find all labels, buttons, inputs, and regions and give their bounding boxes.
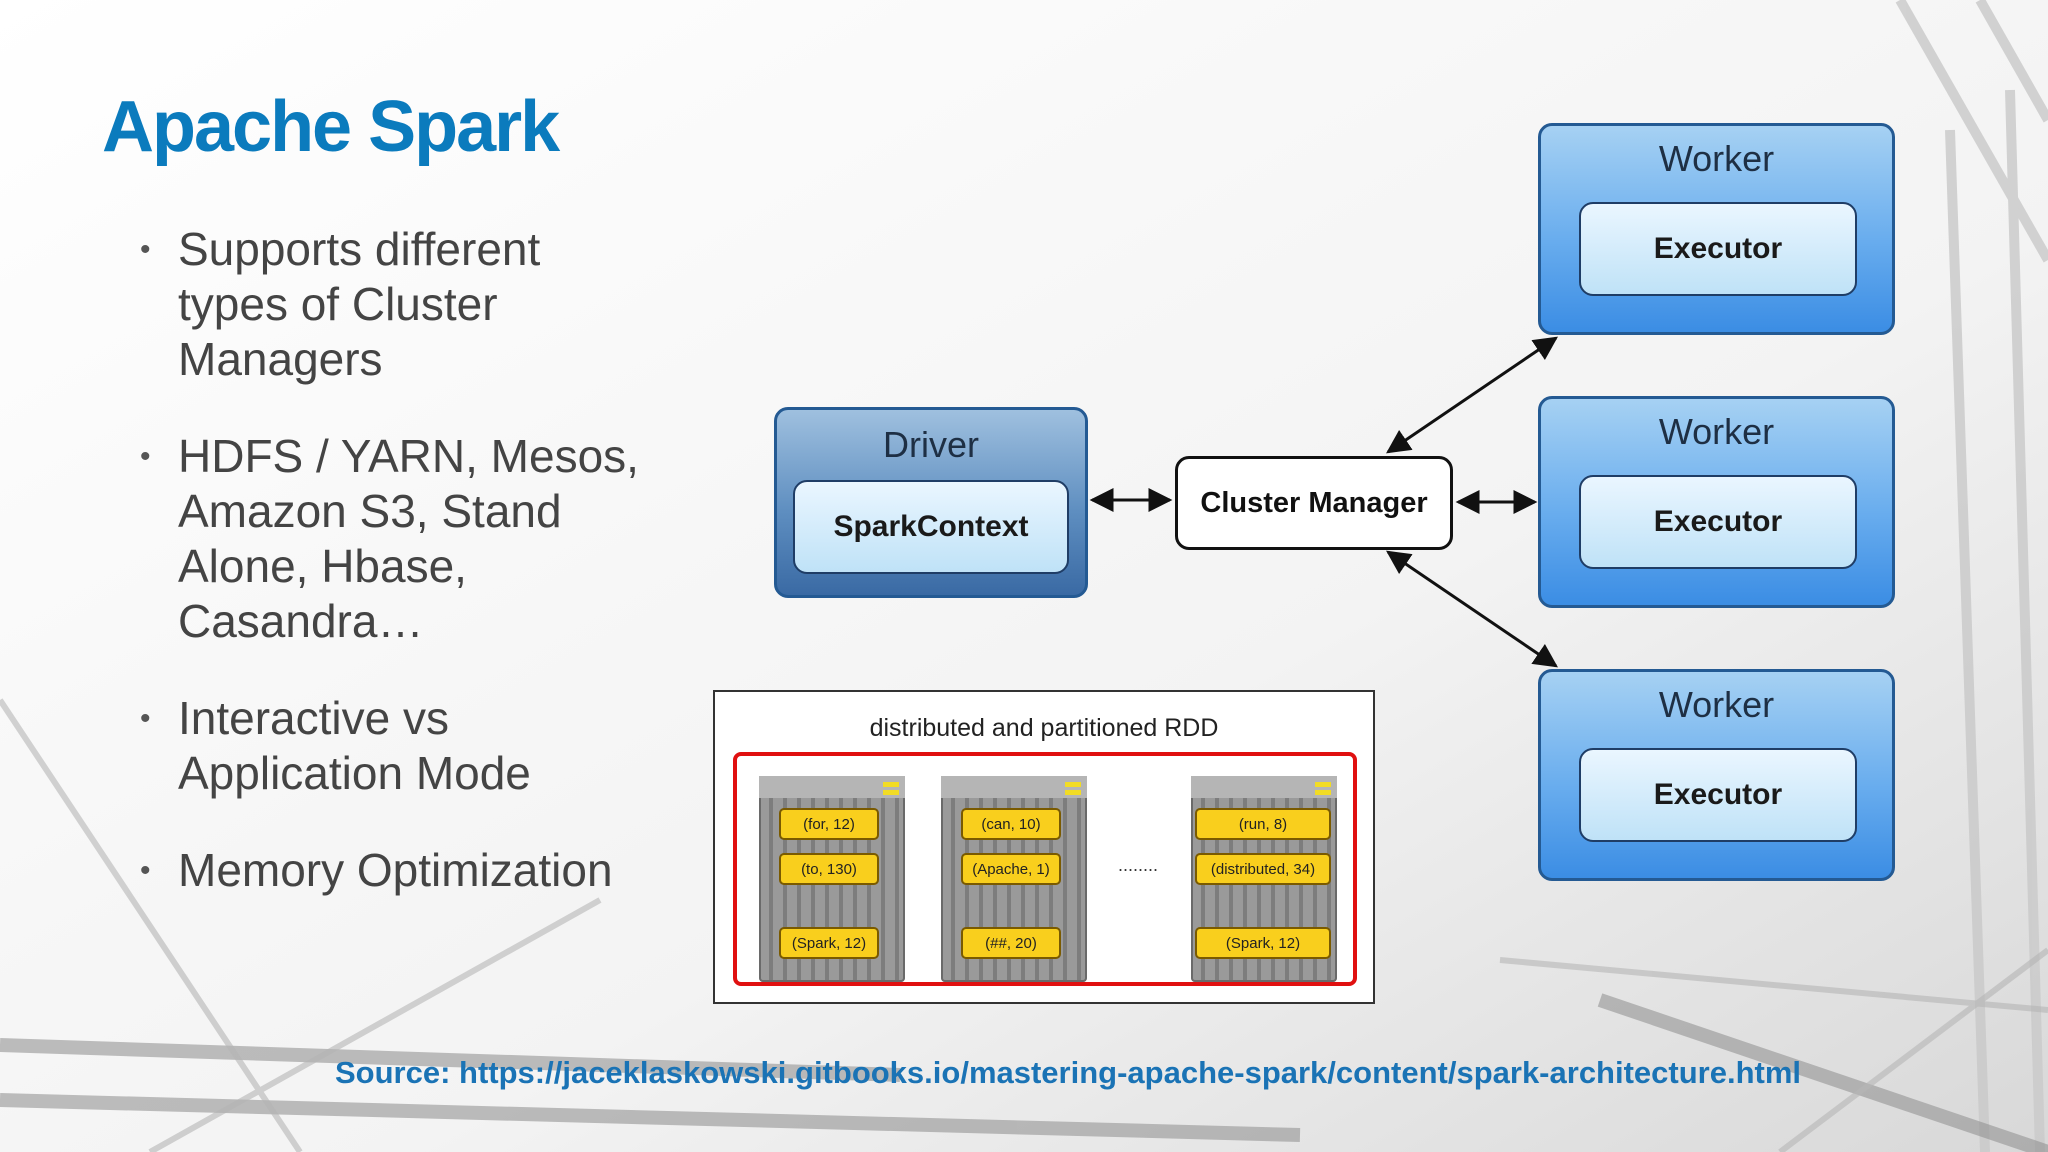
- partition-record: (run, 8): [1195, 808, 1331, 840]
- executor-box: Executor: [1579, 202, 1857, 296]
- partition-server-1: (for, 12) (to, 130) (Spark, 12): [759, 776, 905, 982]
- driver-box: Driver SparkContext: [774, 407, 1088, 598]
- partition-record: (distributed, 34): [1195, 853, 1331, 885]
- partition-record: (Spark, 12): [779, 927, 879, 959]
- partition-record: (can, 10): [961, 808, 1061, 840]
- source-link[interactable]: Source: https://jaceklaskowski.gitbooks.…: [335, 1055, 1802, 1090]
- bullet-text: HDFS / YARN, Mesos, Amazon S3, Stand Alo…: [178, 430, 639, 647]
- worker-label: Worker: [1658, 684, 1775, 725]
- bullet-dot-icon: •: [140, 854, 151, 887]
- partition-record: (to, 130): [779, 853, 879, 885]
- slide-title: Apache Spark: [102, 87, 560, 167]
- partition-server-2: (can, 10) (Apache, 1) (##, 20): [941, 776, 1087, 982]
- executor-box: Executor: [1579, 748, 1857, 842]
- rdd-partition-group: (for, 12) (to, 130) (Spark, 12) (can, 10…: [733, 752, 1357, 986]
- bullet-list: • Supports different types of Cluster Man…: [136, 222, 656, 940]
- bullet-text: Interactive vs Application Mode: [178, 692, 531, 799]
- rdd-title: distributed and partitioned RDD: [869, 714, 1219, 742]
- bullet-item: • Memory Optimization: [136, 843, 656, 898]
- bullet-dot-icon: •: [140, 233, 151, 266]
- bullet-item: • Interactive vs Application Mode: [136, 691, 656, 801]
- bullet-text: Memory Optimization: [178, 844, 613, 896]
- cluster-manager-box: Cluster Manager: [1175, 456, 1453, 550]
- executor-box: Executor: [1579, 475, 1857, 569]
- bullet-item: • Supports different types of Cluster Man…: [136, 222, 656, 387]
- bullet-text: Supports different types of Cluster Mana…: [178, 223, 541, 385]
- bullet-item: • HDFS / YARN, Mesos, Amazon S3, Stand Al…: [136, 429, 656, 649]
- partition-record: (Apache, 1): [961, 853, 1061, 885]
- rdd-ellipsis: ........: [1118, 855, 1159, 875]
- worker-box-2: Worker Executor: [1538, 396, 1895, 608]
- worker-label: Worker: [1658, 411, 1775, 452]
- partition-server-3: (run, 8) (distributed, 34) (Spark, 12): [1191, 776, 1337, 982]
- worker-label: Worker: [1658, 138, 1775, 179]
- rdd-panel: distributed and partitioned RDD (for, 12…: [713, 690, 1375, 1004]
- bullet-dot-icon: •: [140, 702, 151, 735]
- sparkcontext-box: SparkContext: [793, 480, 1069, 574]
- driver-label: Driver: [883, 424, 979, 465]
- partition-record: (for, 12): [779, 808, 879, 840]
- bullet-dot-icon: •: [140, 440, 151, 473]
- worker-box-1: Worker Executor: [1538, 123, 1895, 335]
- worker-box-3: Worker Executor: [1538, 669, 1895, 881]
- partition-record: (##, 20): [961, 927, 1061, 959]
- partition-record: (Spark, 12): [1195, 927, 1331, 959]
